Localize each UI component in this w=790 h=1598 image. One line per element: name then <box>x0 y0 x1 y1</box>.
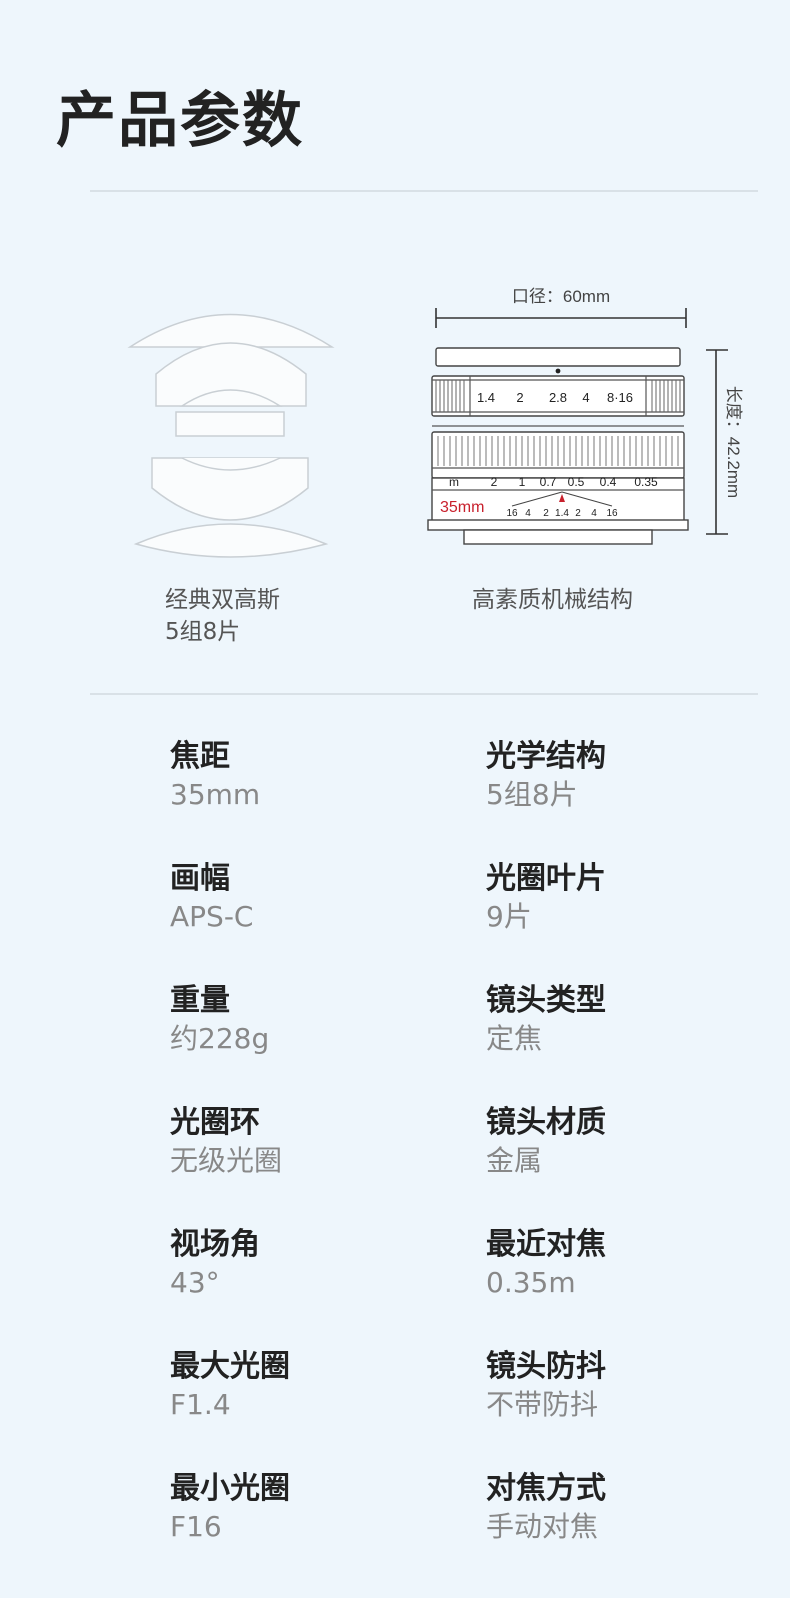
spec-value: 定焦 <box>486 1022 543 1055</box>
aperture-mark: 1.4 <box>477 390 495 405</box>
spec-label: 镜头材质 <box>486 1105 606 1140</box>
middle-divider <box>90 693 758 695</box>
spec-label: 最近对焦 <box>486 1227 606 1262</box>
dof-mark: 16 <box>506 508 518 519</box>
lens-element-1 <box>127 313 335 348</box>
spec-value: 0.35m <box>486 1266 576 1299</box>
spec-label: 视场角 <box>170 1227 260 1262</box>
spec-label: 对焦方式 <box>486 1471 606 1506</box>
spec-label: 镜头类型 <box>486 983 606 1018</box>
build-caption: 高素质机械结构 <box>472 587 633 613</box>
dof-mark: 2 <box>543 508 549 519</box>
lens-element-7 <box>133 523 329 558</box>
spec-item: 镜头类型定焦 <box>486 982 730 1104</box>
aperture-mark: 2 <box>516 390 523 405</box>
spec-label: 最小光圈 <box>170 1471 290 1506</box>
spec-label: 光圈叶片 <box>486 861 606 896</box>
index-dot <box>555 368 561 374</box>
spec-label: 光学结构 <box>486 739 606 774</box>
spec-item: 对焦方式手动对焦 <box>486 1470 730 1592</box>
page-title: 产品参数 <box>56 86 304 156</box>
spec-value: 无级光圈 <box>170 1144 283 1177</box>
length-label: 长度：42.2mm <box>724 386 743 498</box>
aperture-mark: 2.8 <box>549 390 567 405</box>
dof-mark: 16 <box>606 508 618 519</box>
spec-value: APS-C <box>170 900 254 933</box>
dof-mark: 4 <box>591 508 597 519</box>
focus-index-marker <box>559 494 565 502</box>
focus-mark: 0.5 <box>568 475 585 489</box>
spec-item: 焦距 35mm <box>170 738 486 860</box>
spec-item: 光学结构 5组8片 <box>486 738 730 860</box>
diameter-label: 口径：60mm <box>512 287 610 306</box>
spec-label: 光圈环 <box>170 1105 260 1140</box>
spec-item: 最小光圈 F16 <box>170 1470 486 1592</box>
spec-item: 光圈环无级光圈 <box>170 1104 486 1226</box>
spec-value: F1.4 <box>170 1388 231 1421</box>
spec-value: F16 <box>170 1510 222 1543</box>
focus-mark: m <box>449 475 459 489</box>
spec-label: 最大光圈 <box>170 1349 290 1384</box>
optics-caption-line-2: 5组8片 <box>165 619 241 645</box>
focus-mark: 2 <box>491 475 498 489</box>
lens-mechanical-diagram: 口径：60mm 长度：42.2mm <box>427 287 743 545</box>
spec-value: 手动对焦 <box>486 1510 599 1543</box>
top-divider <box>90 190 758 192</box>
lens-element-6 <box>181 457 281 471</box>
optics-caption-line-1: 经典双高斯 <box>165 587 280 613</box>
spec-item: 视场角 43° <box>170 1226 486 1348</box>
spec-label: 画幅 <box>170 861 230 896</box>
spec-item: 最大光圈 F1.4 <box>170 1348 486 1470</box>
spec-value: 金属 <box>486 1144 543 1177</box>
focus-mark: 0.4 <box>600 475 617 489</box>
spec-label: 重量 <box>170 983 230 1018</box>
spec-item: 光圈叶片 9片 <box>486 860 730 982</box>
spec-value: 约228g <box>170 1022 270 1055</box>
dof-mark: 4 <box>525 508 531 519</box>
spec-value: 不带防抖 <box>486 1388 599 1421</box>
spec-item: 镜头材质金属 <box>486 1104 730 1226</box>
lens-element-5 <box>151 457 309 521</box>
lens-element-2 <box>155 342 307 407</box>
spec-label: 镜头防抖 <box>486 1349 606 1384</box>
focal-length-mark: 35mm <box>440 499 484 516</box>
aperture-mark: 8·16 <box>607 390 633 405</box>
lens-element-4 <box>175 411 285 437</box>
spec-value: 43° <box>170 1266 220 1299</box>
focus-mark: 1 <box>519 475 526 489</box>
optics-caption: 经典双高斯 5组8片 <box>165 584 280 648</box>
focus-mark: 0.7 <box>540 475 557 489</box>
focus-mark: 0.35 <box>634 475 658 489</box>
aperture-mark: 4 <box>582 390 589 405</box>
lens-element-3 <box>179 389 283 407</box>
spec-value: 9片 <box>486 900 532 933</box>
dof-mark: 1.4 <box>555 508 569 519</box>
lens-optics-diagram <box>127 313 335 558</box>
spec-item: 镜头防抖不带防抖 <box>486 1348 730 1470</box>
spec-item: 重量约228g <box>170 982 486 1104</box>
spec-value: 35mm <box>170 778 261 811</box>
spec-item: 画幅 APS-C <box>170 860 486 982</box>
dof-mark: 2 <box>575 508 581 519</box>
spec-item: 最近对焦 0.35m <box>486 1226 730 1348</box>
spec-label: 焦距 <box>170 739 230 774</box>
spec-value: 5组8片 <box>486 778 578 811</box>
